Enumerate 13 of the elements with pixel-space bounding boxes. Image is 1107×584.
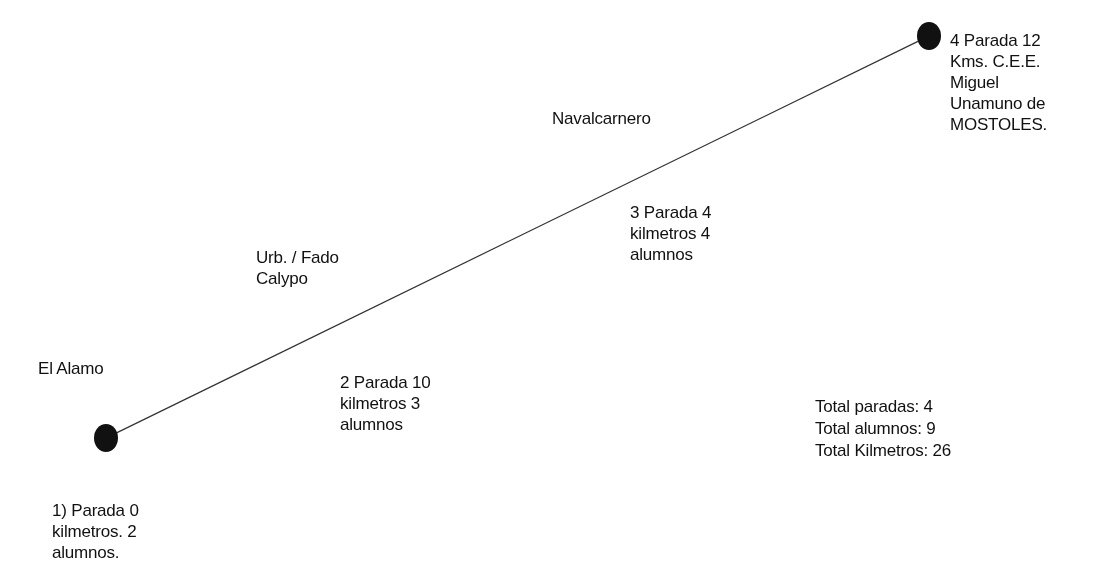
stop-caption: 4 Parada 12 Kms. C.E.E. Miguel Unamuno de MOSTOLES. — [950, 30, 1049, 135]
stop-caption: El Alamo — [38, 358, 105, 379]
summary-line: Total Kilmetros: 26 — [815, 440, 953, 461]
stop-dot — [94, 424, 118, 452]
place-name: Navalcarnero — [552, 108, 652, 129]
stop-info: 3 Parada 4 kilmetros 4 alumnos — [630, 202, 713, 265]
place-name: Urb. / Fado Calypo — [256, 247, 340, 289]
stop-info: 2 Parada 10 kilmetros 3 alumnos — [340, 372, 432, 435]
stop-dot — [917, 22, 941, 50]
stop-caption: 1) Parada 0 kilmetros. 2 alumnos. — [52, 500, 140, 563]
summary-line: Total alumnos: 9 — [815, 418, 937, 439]
summary-line: Total paradas: 4 — [815, 396, 934, 417]
route-line — [116, 40, 919, 434]
